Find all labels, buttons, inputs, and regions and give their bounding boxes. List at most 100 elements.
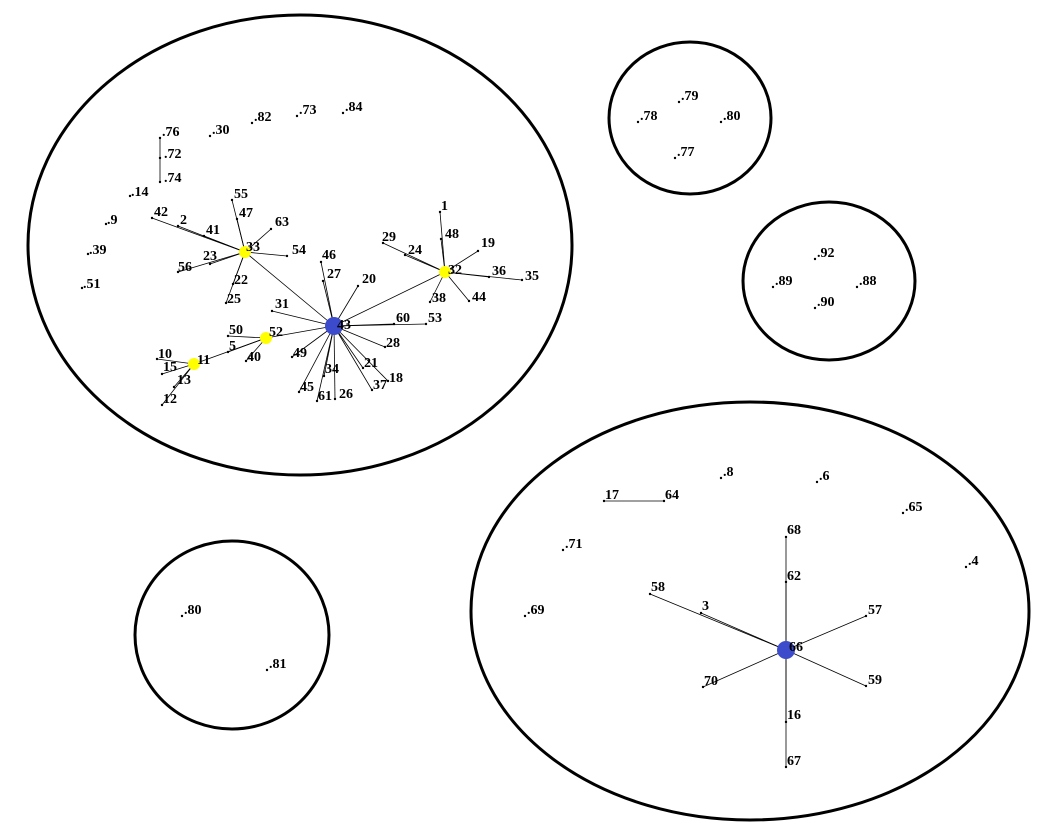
node-68: 68 [784, 523, 801, 539]
node-label: 62 [787, 569, 801, 584]
edge-59-66 [785, 649, 867, 687]
node-19: 19 [476, 236, 495, 253]
node-67: 67 [784, 754, 801, 769]
node-37: 37 [370, 378, 387, 393]
node-label: .82 [254, 110, 272, 125]
edge-25-33 [225, 251, 246, 304]
node-label: 19 [481, 236, 495, 251]
node-55: 55 [230, 187, 248, 202]
node-65: .65 [901, 500, 923, 515]
node-51: .51 [80, 277, 101, 292]
edge-3-66 [700, 612, 787, 651]
node-label: 44 [472, 290, 486, 305]
node-label: 48 [445, 227, 459, 242]
edge-53-43 [333, 323, 427, 327]
node-29: 29 [381, 230, 396, 245]
node-label: 66 [789, 640, 803, 655]
node-label: 37 [373, 378, 387, 393]
node-label: 34 [325, 362, 339, 377]
edge-50-52 [227, 335, 267, 339]
node-69: .69 [523, 603, 545, 618]
edge-61-43 [316, 325, 335, 402]
node-60: 60 [392, 311, 410, 326]
node-label: .8 [723, 465, 734, 480]
node-label: .9 [107, 213, 118, 228]
node-48: 48 [439, 227, 459, 242]
node-label: .89 [775, 274, 793, 289]
cluster-mid-right-boundary [741, 200, 917, 362]
node-35: 35 [520, 269, 539, 284]
node-38: 38 [428, 291, 446, 306]
node-label: .6 [819, 469, 830, 484]
node-label: 64 [665, 488, 679, 503]
node-label: 27 [327, 267, 341, 282]
node-54: 54 [285, 243, 306, 258]
node-label: .79 [681, 89, 699, 104]
node-label: 61 [318, 389, 332, 404]
node-label: 18 [389, 371, 403, 386]
node-6: .6 [815, 469, 830, 484]
cluster-bottom-left-boundary [133, 539, 331, 731]
node-63: 63 [269, 215, 289, 231]
node-30: .30 [208, 123, 230, 138]
node-88: .88 [855, 274, 877, 289]
node-22: 22 [231, 273, 248, 288]
node-80a: .80 [719, 109, 741, 124]
node-label: 70 [704, 674, 718, 689]
node-17: 17 [602, 488, 619, 503]
node-label: 26 [339, 387, 353, 402]
edge-46-43 [320, 261, 335, 327]
node-label: 10 [158, 347, 172, 362]
node-label: 28 [386, 336, 400, 351]
node-label: 54 [292, 243, 306, 258]
cluster-top-right-boundary [607, 40, 773, 196]
node-label: .81 [269, 657, 287, 672]
node-42: 42 [150, 205, 168, 220]
node-79: .79 [677, 89, 699, 104]
node-label: .74 [164, 171, 182, 186]
node-label: .88 [859, 274, 877, 289]
node-label: .77 [677, 145, 695, 160]
cluster-bottom-right-boundary [469, 400, 1031, 822]
node-23: 23 [203, 249, 217, 266]
node-label: 52 [269, 325, 283, 340]
edge-29-32 [382, 242, 446, 273]
edge-18-43 [333, 325, 389, 382]
node-34: 34 [322, 362, 339, 378]
node-label: 67 [787, 754, 801, 769]
node-label: 43 [337, 318, 351, 333]
node-label: 32 [448, 263, 462, 278]
node-11: 11 [188, 353, 210, 370]
node-64: 64 [662, 488, 679, 503]
node-15: 15 [160, 360, 177, 376]
node-5: 5 [226, 339, 236, 354]
node-72: .72 [158, 147, 182, 162]
node-18: 18 [386, 371, 403, 386]
node-label: 33 [246, 240, 260, 255]
node-label: 3 [702, 599, 709, 614]
edge-35-32 [444, 271, 523, 281]
edge-58-66 [649, 593, 787, 651]
node-43: 43 [325, 317, 351, 335]
node-label: 16 [787, 708, 801, 723]
node-89: .89 [771, 274, 793, 289]
node-label: 50 [229, 323, 243, 338]
node-label: .69 [527, 603, 545, 618]
node-50: 50 [226, 323, 243, 338]
node-label: 12 [163, 392, 177, 407]
node-label: 13 [177, 373, 191, 388]
node-label: 35 [525, 269, 539, 284]
node-57: 57 [864, 603, 882, 618]
edge-45-43 [298, 325, 335, 393]
node-24: 24 [403, 243, 422, 258]
node-10: 10 [155, 347, 172, 362]
edge-28-43 [333, 325, 386, 348]
node-9: .9 [104, 213, 118, 228]
edge-33-43 [244, 251, 335, 327]
edge-24-32 [404, 254, 446, 273]
node-58: 58 [648, 580, 665, 596]
node-label: 5 [229, 339, 236, 354]
node-label: 56 [178, 260, 192, 275]
node-13: 13 [172, 373, 191, 389]
node-12: 12 [160, 392, 177, 407]
